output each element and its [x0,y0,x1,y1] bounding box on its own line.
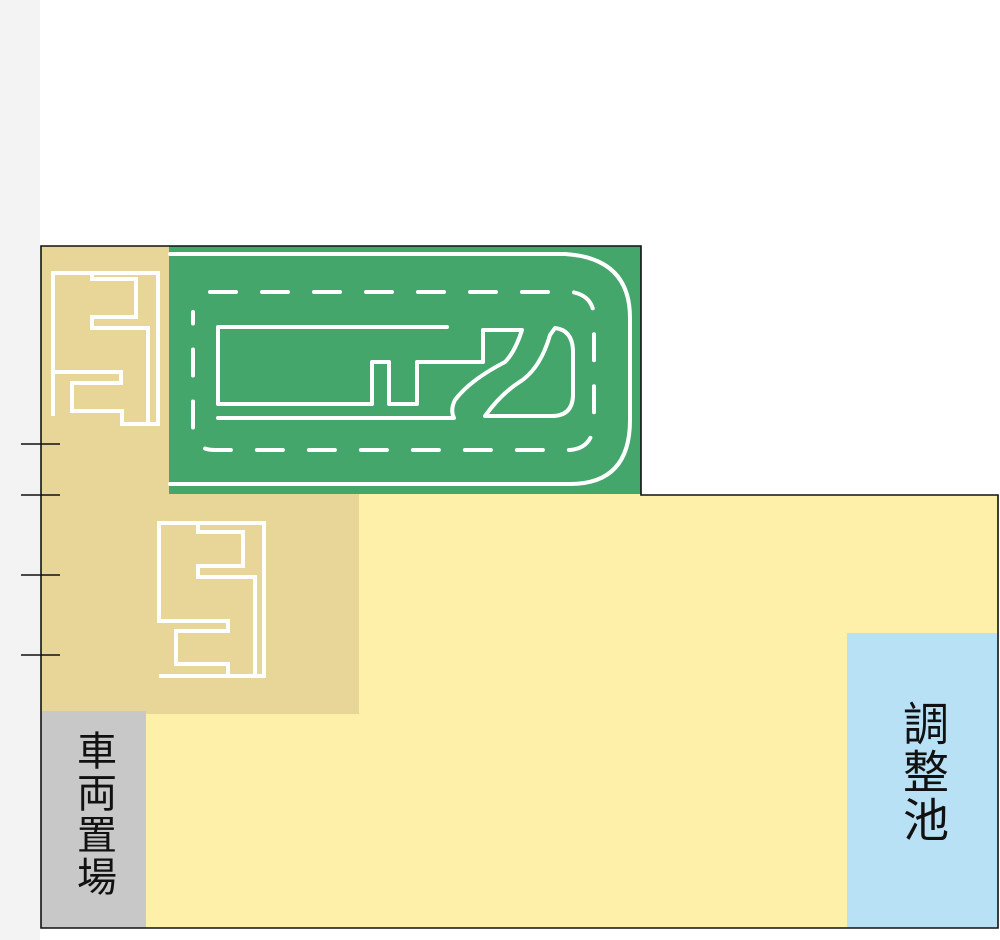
pond-label: 調整池 [896,700,950,844]
driving-course[interactable] [169,246,641,494]
course-curve-island [483,326,575,418]
parking-label: 車両置場 [70,730,116,898]
building-zone[interactable] [41,246,359,714]
course-outer-line [168,252,632,486]
building-1[interactable] [51,271,160,426]
boundary-ticks [21,443,60,656]
vehicle-parking-area[interactable] [41,711,146,928]
course-inner-track [216,325,449,405]
course-crank-track [216,328,524,420]
site-boundary [40,245,999,929]
course-dashed-loop [191,290,597,452]
building-2[interactable] [157,521,266,678]
retention-pond-area[interactable] [847,633,998,928]
left-margin-strip [0,0,40,940]
